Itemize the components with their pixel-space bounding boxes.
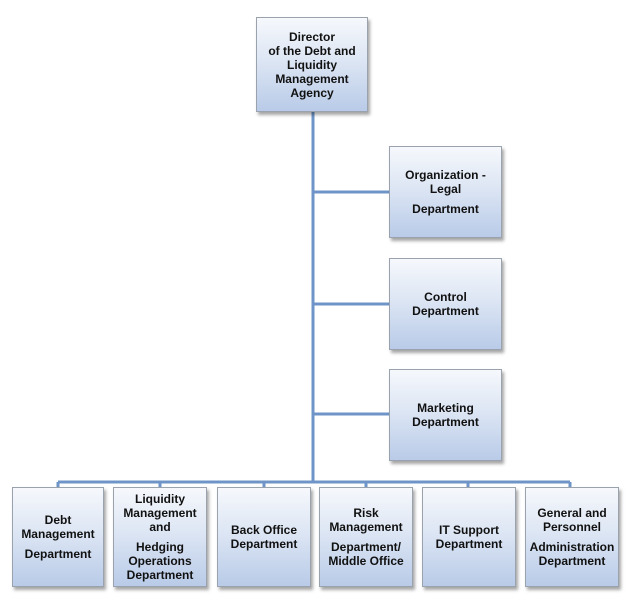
box-line: Department xyxy=(230,537,298,551)
box-line: Debt xyxy=(44,513,72,527)
director-line: of the Debt and xyxy=(268,43,356,58)
box-line: Back Office xyxy=(230,523,298,537)
box-line: Department xyxy=(412,415,479,429)
risk-management-department-box: Risk Management Department/ Middle Offic… xyxy=(319,487,413,587)
control-department-box: Control Department xyxy=(389,258,502,350)
box-line: Department xyxy=(412,304,479,318)
box-line: Hedging xyxy=(136,540,184,554)
director-line: Liquidity xyxy=(287,57,337,72)
box-line: Department xyxy=(126,568,194,582)
box-line: Department xyxy=(24,547,92,561)
director-line: Agency xyxy=(290,85,334,100)
debt-management-department-box: Debt Management Department xyxy=(12,487,104,587)
director-box: Director of the Debt and Liquidity Manag… xyxy=(256,17,368,112)
box-line: IT Support xyxy=(439,523,499,537)
box-line: Personnel xyxy=(542,520,602,534)
org-legal-department-box: Organization - Legal Department xyxy=(389,146,502,238)
box-line: Department/ xyxy=(330,540,401,554)
box-line: Control xyxy=(424,290,467,304)
box-line: Management xyxy=(329,520,403,534)
it-support-department-box: IT Support Department xyxy=(422,487,516,587)
director-line: Management xyxy=(275,71,349,86)
liquidity-hedging-department-box: Liquidity Management and Hedging Operati… xyxy=(113,487,207,587)
back-office-department-box: Back Office Department xyxy=(217,487,311,587)
box-line: Department xyxy=(412,202,479,216)
box-line: Department xyxy=(538,554,606,568)
box-line: and xyxy=(149,520,171,534)
box-line: Risk xyxy=(353,506,379,520)
box-line: Management xyxy=(123,506,197,520)
box-line: Operations xyxy=(128,554,192,568)
box-line: Marketing xyxy=(417,401,474,415)
director-line: Director xyxy=(288,29,335,44)
box-line: Middle Office xyxy=(328,554,404,568)
box-line: Organization - Legal xyxy=(405,168,486,196)
box-line: General and xyxy=(537,506,607,520)
box-line: Administration xyxy=(529,540,615,554)
marketing-department-box: Marketing Department xyxy=(389,369,502,461)
general-personnel-administration-department-box: General and Personnel Administration Dep… xyxy=(525,487,619,587)
box-line: Liquidity xyxy=(135,492,185,506)
box-line: Management xyxy=(21,527,95,541)
box-line: Department xyxy=(435,537,503,551)
